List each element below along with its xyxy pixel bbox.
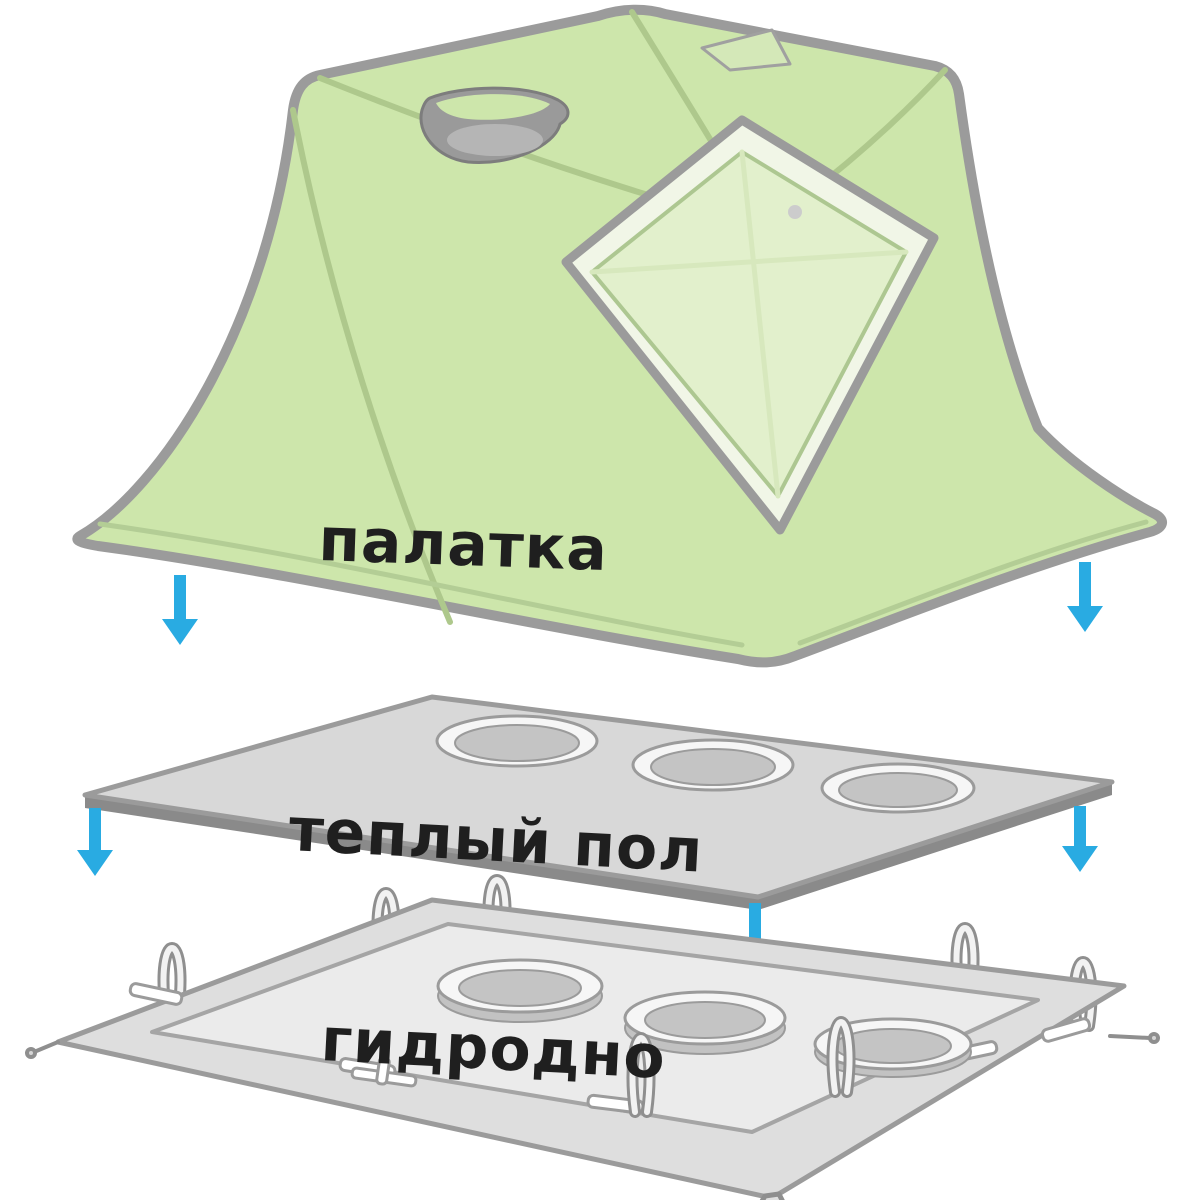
warm-floor-hole (820, 762, 976, 814)
tent-skirt-seam (97, 519, 1149, 648)
floor-runner (350, 1056, 418, 1088)
down-arrow (1067, 562, 1103, 632)
tie-strap (157, 942, 187, 1018)
warm-floor-surface (82, 694, 1115, 900)
warm-floor-hole (435, 714, 599, 768)
warm-floor-hole (631, 738, 795, 792)
tie-strap (950, 922, 980, 996)
tent-label: палатка (317, 505, 609, 585)
tent-window (561, 115, 939, 535)
down-arrows-tent-to-floor (162, 562, 1103, 645)
hydro-bottom-hole (623, 990, 787, 1055)
hydro-bottom-floor (150, 922, 1040, 1134)
tent-illustration: палатка (72, 4, 1167, 668)
hydro-bottom-layer: гидродно (25, 874, 1160, 1200)
down-arrow (162, 575, 198, 645)
bottom-feet (759, 1191, 785, 1200)
down-arrow (1062, 806, 1098, 872)
warm-floor-layer: теплый пол (82, 694, 1115, 910)
tent-roof-dot (788, 205, 802, 219)
tie-strap (626, 1032, 656, 1118)
hydro-bottom-hole (436, 958, 604, 1023)
warm-floor-edge (85, 782, 1112, 910)
down-arrow (77, 808, 113, 876)
tent-window-poles (589, 149, 909, 499)
tie-strap (826, 1016, 856, 1098)
tent-top-vent (700, 28, 792, 72)
corner-tie (1108, 1032, 1160, 1044)
corner-tie (25, 1040, 60, 1059)
tent-roof-vent (419, 86, 570, 165)
